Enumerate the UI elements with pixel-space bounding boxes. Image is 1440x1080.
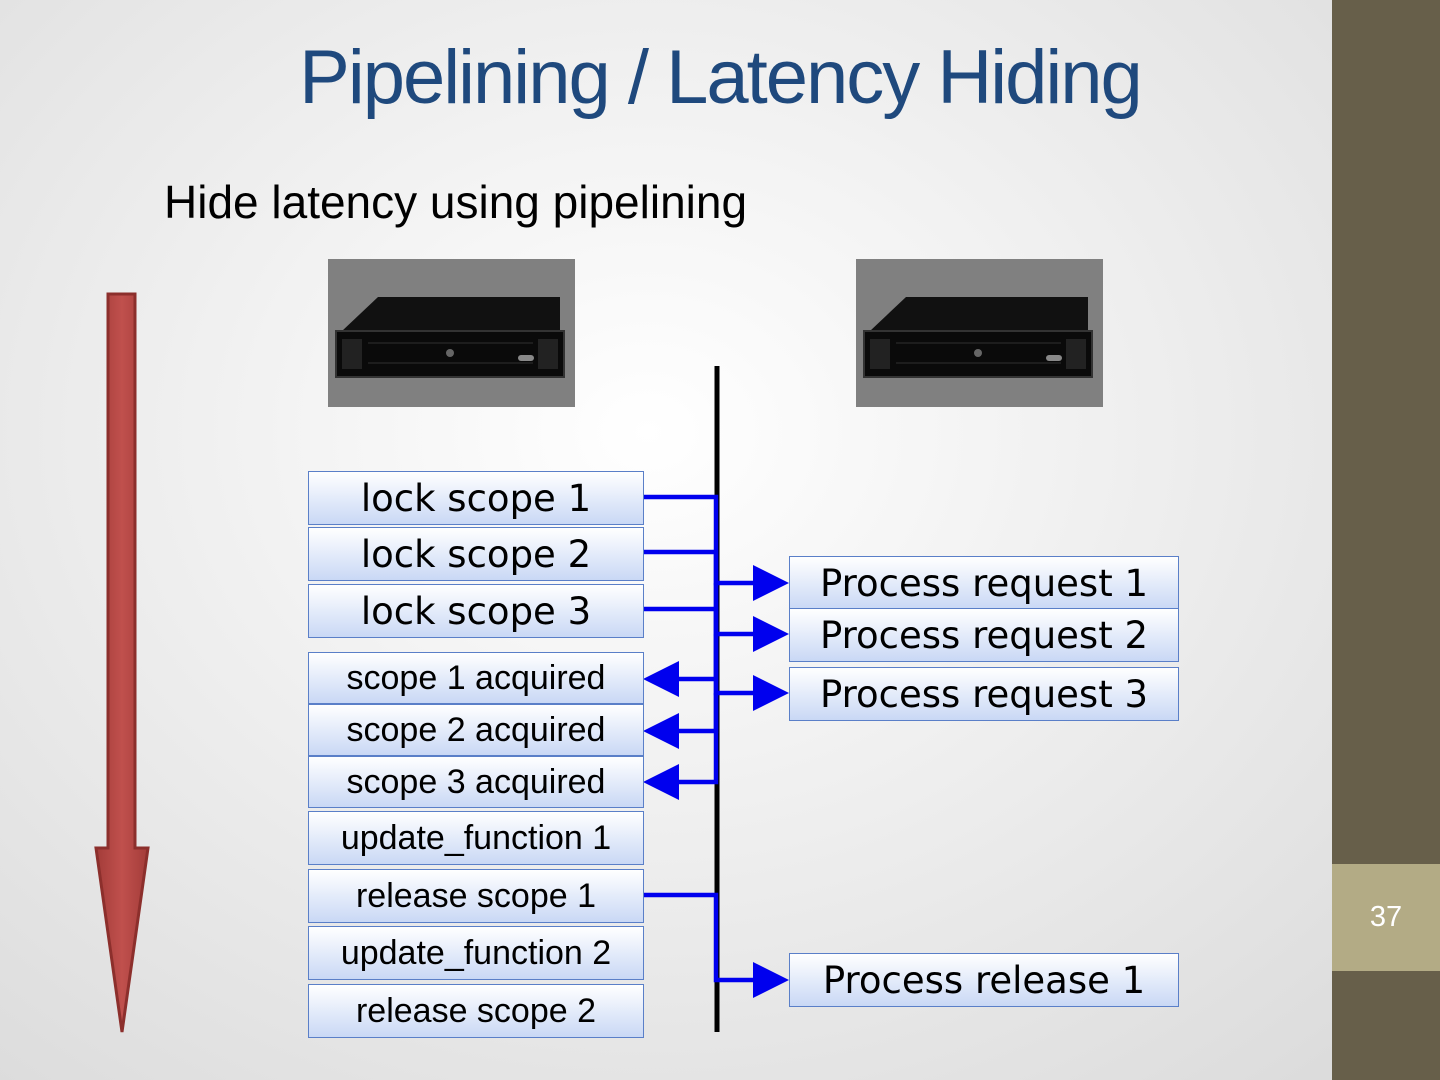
step-update-function-1: update_function 1 bbox=[308, 811, 644, 865]
server-icon bbox=[335, 297, 565, 378]
server-image-right bbox=[856, 259, 1103, 407]
connector-release-1 bbox=[644, 892, 789, 998]
time-arrow bbox=[94, 292, 150, 1033]
step-scope-1-acquired: scope 1 acquired bbox=[308, 652, 644, 704]
connector-lock-2 bbox=[644, 549, 789, 652]
step-process-request-3: Process request 3 bbox=[789, 667, 1179, 721]
step-update-function-2: update_function 2 bbox=[308, 926, 644, 980]
cut-off-text-fragment: ! bbox=[0, 684, 1, 712]
step-release-scope-1: release scope 1 bbox=[308, 869, 644, 923]
server-image-left bbox=[328, 259, 575, 407]
connector-ack-1 bbox=[643, 583, 719, 697]
connector-ack-2 bbox=[643, 634, 719, 749]
slide-title: Pipelining / Latency Hiding bbox=[299, 35, 1143, 120]
step-process-release-1: Process release 1 bbox=[789, 953, 1179, 1007]
step-release-scope-2: release scope 2 bbox=[308, 984, 644, 1038]
step-process-request-2: Process request 2 bbox=[789, 608, 1179, 662]
connector-ack-3 bbox=[643, 693, 719, 800]
connector-lock-1 bbox=[644, 494, 789, 601]
server-icon bbox=[863, 297, 1093, 378]
step-lock-scope-2: lock scope 2 bbox=[308, 527, 644, 581]
step-lock-scope-3: lock scope 3 bbox=[308, 584, 644, 638]
step-scope-3-acquired: scope 3 acquired bbox=[308, 756, 644, 808]
step-process-request-1: Process request 1 bbox=[789, 556, 1179, 610]
step-scope-2-acquired: scope 2 acquired bbox=[308, 704, 644, 756]
time-arrow-shape bbox=[94, 292, 150, 1033]
step-lock-scope-1: lock scope 1 bbox=[308, 471, 644, 525]
slide-number: 37 bbox=[1332, 864, 1440, 971]
slide-subtitle: Hide latency using pipelining bbox=[164, 176, 748, 228]
